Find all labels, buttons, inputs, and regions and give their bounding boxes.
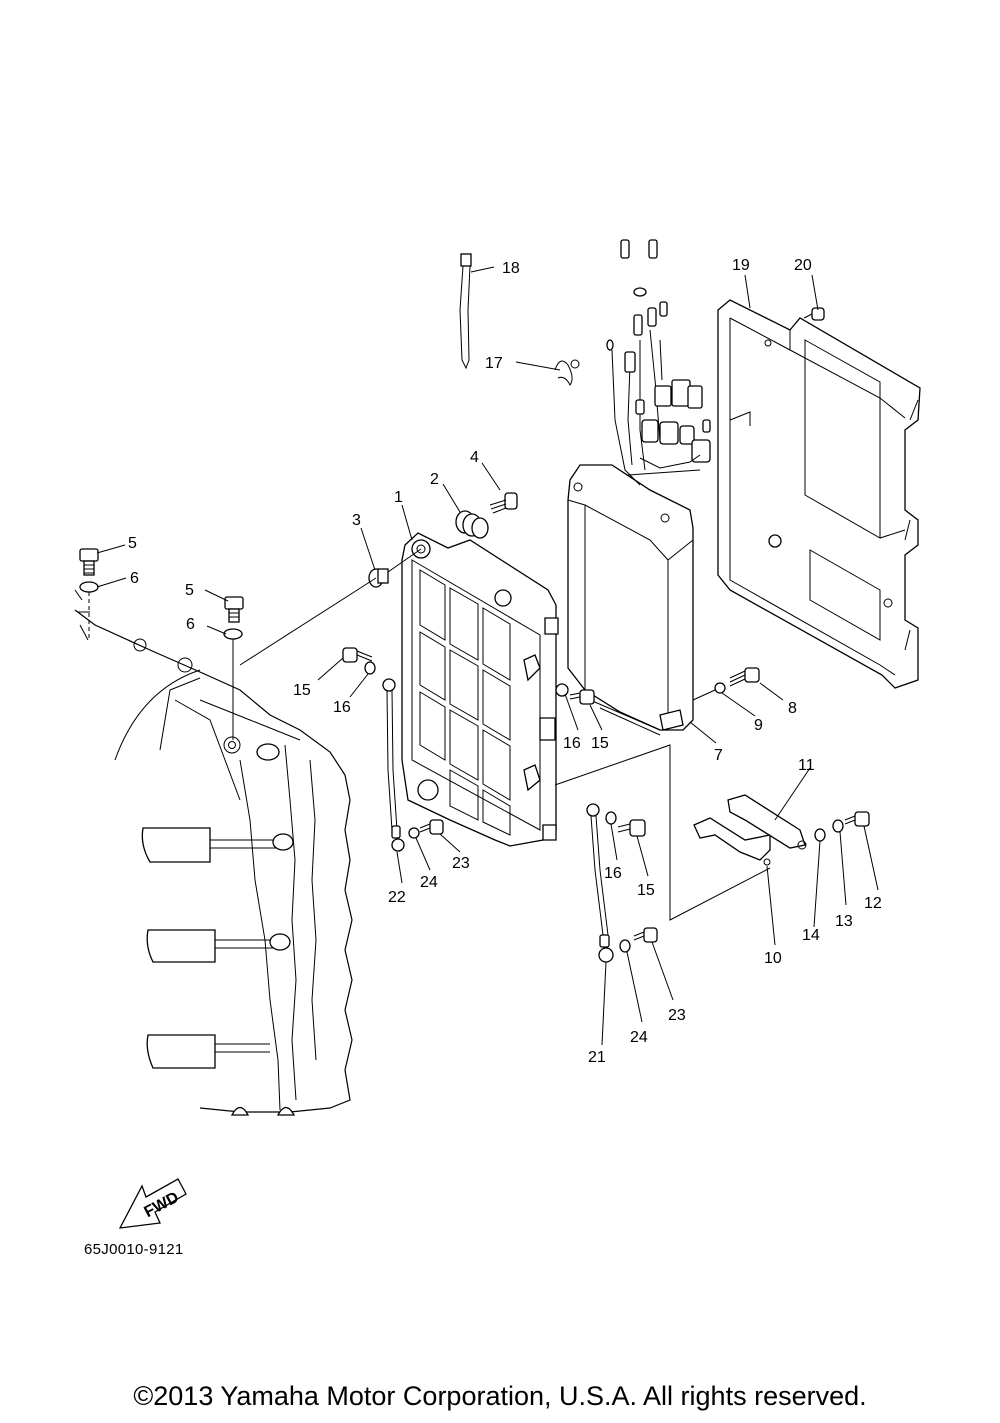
callout-7: 7 bbox=[714, 747, 723, 764]
callout-6-lower: 6 bbox=[186, 616, 195, 633]
callout-15-left: 15 bbox=[293, 682, 311, 699]
callout-16-left: 16 bbox=[333, 699, 351, 716]
callout-18: 18 bbox=[502, 260, 520, 277]
bolt-5-lower bbox=[224, 596, 244, 623]
bracket-1 bbox=[401, 532, 559, 847]
screw-4 bbox=[489, 492, 518, 514]
copyright-notice: ©2013 Yamaha Motor Corporation, U.S.A. A… bbox=[133, 1381, 867, 1411]
callout-23-lower: 23 bbox=[668, 1007, 686, 1024]
callout-9: 9 bbox=[754, 717, 763, 734]
callout-1: 1 bbox=[394, 489, 403, 506]
callout-19: 19 bbox=[732, 257, 750, 274]
callout-24-left: 24 bbox=[420, 874, 438, 891]
washer-6-lower bbox=[223, 628, 243, 640]
bolt-15-lower bbox=[617, 819, 646, 837]
collar-3 bbox=[368, 568, 389, 588]
callout-23-left: 23 bbox=[452, 855, 470, 872]
bolt-23-left bbox=[419, 819, 444, 835]
washer-16-left bbox=[364, 661, 376, 675]
callout-21: 21 bbox=[588, 1049, 606, 1066]
callout-5-upper: 5 bbox=[128, 535, 137, 552]
washer-9 bbox=[714, 682, 726, 694]
callout-20: 20 bbox=[794, 257, 812, 274]
leader-lines bbox=[96, 266, 879, 1046]
grommet-2 bbox=[455, 510, 489, 539]
callout-4: 4 bbox=[470, 449, 479, 466]
wire-22 bbox=[382, 678, 405, 852]
callout-labels: 1 2 3 4 5 6 5 6 18 17 19 20 15 16 16 15 … bbox=[128, 257, 882, 1066]
washer-6-upper bbox=[79, 581, 99, 593]
callout-3: 3 bbox=[352, 512, 361, 529]
callout-13: 13 bbox=[835, 913, 853, 930]
screw-20 bbox=[803, 307, 825, 321]
bracket-10 bbox=[693, 817, 771, 866]
bolt-15-center bbox=[569, 689, 595, 705]
bolt-15-left bbox=[342, 647, 373, 663]
callout-6-upper: 6 bbox=[130, 570, 139, 587]
callout-5-lower: 5 bbox=[185, 582, 194, 599]
drawing-code: 65J0010-9121 bbox=[84, 1241, 184, 1258]
washer-16-lower bbox=[605, 811, 617, 825]
callout-15-lower: 15 bbox=[637, 882, 655, 899]
bolt-12 bbox=[844, 811, 870, 827]
callout-10: 10 bbox=[764, 950, 782, 967]
engine-block-outline bbox=[74, 589, 353, 1116]
control-unit-7 bbox=[567, 464, 694, 736]
wire-21 bbox=[586, 803, 614, 963]
callout-2: 2 bbox=[430, 471, 439, 488]
cover-19 bbox=[717, 299, 921, 689]
callout-16-center: 16 bbox=[563, 735, 581, 752]
callout-12: 12 bbox=[864, 895, 882, 912]
callout-15-center: 15 bbox=[591, 735, 609, 752]
callout-11: 11 bbox=[798, 757, 815, 774]
wire-harness bbox=[606, 239, 711, 486]
clip-17 bbox=[554, 359, 580, 386]
callout-24-lower: 24 bbox=[630, 1029, 648, 1046]
bracket-11 bbox=[727, 794, 807, 850]
bolt-5-upper bbox=[79, 548, 99, 576]
washer-24-lower bbox=[619, 939, 631, 953]
bolt-23-lower bbox=[633, 927, 658, 943]
washer-13 bbox=[832, 819, 844, 833]
callout-22: 22 bbox=[388, 889, 406, 906]
callout-16-lower: 16 bbox=[604, 865, 622, 882]
callout-17: 17 bbox=[485, 355, 503, 372]
cable-tie-18 bbox=[459, 253, 472, 370]
callout-14: 14 bbox=[802, 927, 820, 944]
washer-14 bbox=[814, 828, 826, 842]
fwd-arrow-icon: FWD bbox=[118, 1178, 187, 1229]
bolt-8 bbox=[729, 667, 760, 687]
washer-24-left bbox=[408, 827, 420, 839]
callout-8: 8 bbox=[788, 700, 797, 717]
